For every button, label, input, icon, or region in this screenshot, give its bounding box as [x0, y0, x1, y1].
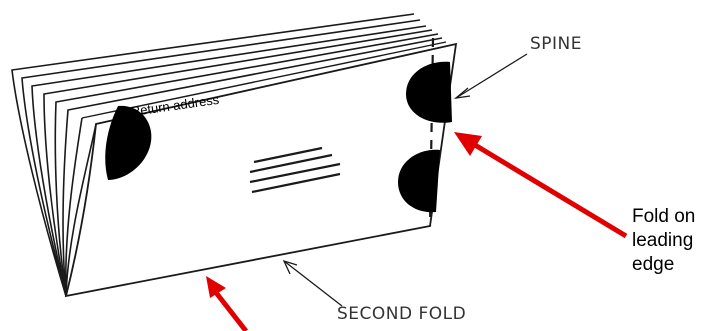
- spine-label: SPINE: [530, 34, 583, 54]
- fold-note-line: leading: [632, 230, 694, 251]
- fold-note-line: edge: [632, 254, 675, 275]
- spine-pointer-arrow-icon: [453, 53, 528, 99]
- red-arrow-leading-edge-icon: [454, 132, 628, 239]
- red-arrow-second-fold-icon: [206, 276, 248, 331]
- tab-seal-left-icon: [105, 105, 152, 180]
- fold-note-line: Fold on: [632, 206, 696, 227]
- page-stack: [11, 13, 443, 297]
- second-fold-label: SECOND FOLD: [337, 304, 467, 324]
- tab-seal-bottom-right-icon: [398, 149, 440, 213]
- fold-on-leading-edge-note: Fold on leading edge: [632, 205, 695, 277]
- address-lines-icon: [249, 146, 341, 194]
- second-fold-pointer-arrow-icon: [282, 259, 343, 307]
- tab-seal-top-right-icon: [406, 61, 452, 123]
